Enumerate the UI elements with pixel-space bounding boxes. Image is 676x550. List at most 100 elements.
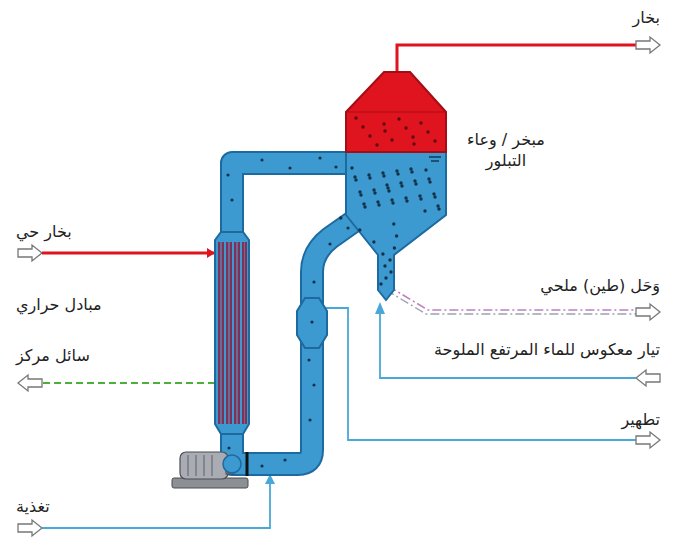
condensate-line [42,382,215,384]
heat-exchanger-shell [215,232,249,434]
crystal-dot [386,186,389,189]
purge-line [326,308,636,440]
crystal-dot [414,182,417,185]
crystal-dot [361,125,364,128]
stream-label: تطهير [619,410,662,431]
crystal-dot [395,234,398,237]
vessel-seam [346,111,446,112]
flange [246,452,249,476]
stream-label: سائل مركز [14,346,92,367]
pipe [232,214,364,464]
vapour-line [397,45,636,72]
crystal-dot [363,205,366,208]
tube-bundle [219,242,246,424]
crystal-dot [389,270,392,273]
crystal-dot [375,143,378,146]
crystal-dot [437,207,440,210]
crystal-dot [354,116,357,119]
crystal-dot [393,246,396,249]
crystal-dot [385,183,388,186]
crystal-dot [388,258,391,261]
feed-line [42,482,270,528]
outlet-arrow [636,432,660,448]
crystal-dot [418,194,421,197]
outlet-arrow [18,375,42,391]
vessel-vapour-space [346,72,446,152]
inlet-arrow [636,370,660,386]
crystal-dot [368,176,371,179]
crystal-dot [387,189,390,192]
crystal-dot [377,203,380,206]
stream-label: تغذية [14,497,52,518]
crystal-dot [372,188,375,191]
crystal-dot [367,173,370,176]
stream-label: مبادل حراري [14,295,104,316]
inlet-arrow [18,520,42,536]
crystal-dot [381,171,384,174]
crystal-dot [433,139,436,142]
crystal-dot [353,175,356,178]
crystal-dot [413,179,416,182]
crystal-dot [339,216,342,219]
crystal-dot [350,166,353,169]
crystal-dot [405,199,408,202]
crystal-dot [404,196,407,199]
crystal-dot [419,197,422,200]
crystal-dot [426,130,429,133]
stream-label: مبخر / وعاء التبلور [452,130,560,172]
crystal-dot [354,178,357,181]
crystal-dots [226,116,440,467]
inlet-arrow [18,245,42,261]
crystal-dot [424,168,427,171]
stream-label: بخار حي [14,222,74,243]
crystal-dot [358,228,361,231]
tube-bundle [221,242,245,424]
pipes [232,163,364,464]
crystal-dot [395,169,398,172]
crystal-dot [392,222,395,225]
crystal-dot [372,240,375,243]
crystal-dot [423,209,426,212]
crystal-dot [390,138,393,141]
stream-label: بخار [631,8,662,29]
crystal-dot [379,282,382,285]
crystal-dot [362,202,365,205]
crystal-dot [410,170,413,173]
stream-label: وَحَل (طين) ملحي [538,276,662,297]
crystal-dot [411,135,414,138]
crystal-dot [384,276,387,279]
vessel-body [346,152,446,300]
crystal-dot [368,134,371,137]
level-mark [429,156,441,157]
crystal-dot [382,122,385,125]
crystal-dot [427,177,430,180]
crystal-dot [382,174,385,177]
crystal-dot [390,198,393,201]
crystal-dot [400,184,403,187]
crystal-dot [383,129,386,132]
crystal-dot [436,204,439,207]
crystal-dot [397,117,400,120]
crystal-dot [399,181,402,184]
level-mark [431,160,439,161]
crystal-dot [409,167,412,170]
brine-arrowhead [375,302,385,314]
crystal-dot [373,191,376,194]
steam-line [42,252,214,255]
pump [172,452,248,488]
crystal-dot [359,193,362,196]
crystal-dot [428,180,431,183]
crystal-dot [432,192,435,195]
crystal-dot [396,172,399,175]
crystal-dot [412,142,415,145]
pipe-outline [232,214,364,464]
crystal-dot [404,126,407,129]
crystal-dot [358,190,361,193]
sight-glass [297,298,327,348]
crystal-dot [433,195,436,198]
outlet-arrow [636,37,660,53]
crystal-dot [383,264,386,267]
steam-arrowhead [207,248,215,258]
